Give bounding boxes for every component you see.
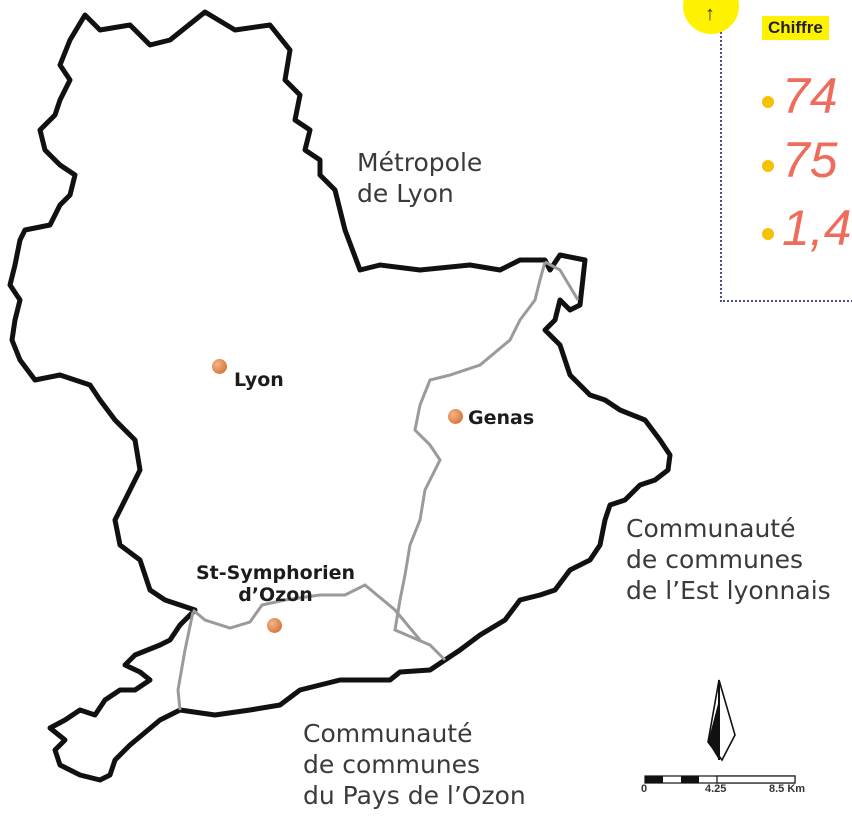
pin-icon: ↑: [705, 3, 715, 25]
north-arrow-icon: [707, 679, 736, 762]
boundary-pays-ozon: [192, 583, 422, 641]
boundary-est-lyonnais: [393, 261, 547, 662]
territory-outline: [7, 9, 673, 783]
scale-label-end: 8.5 Km: [769, 783, 806, 795]
boundary-ozon-south: [176, 611, 195, 711]
info-box-heading: Chiffre: [762, 16, 829, 40]
city-marker-genas: [448, 409, 463, 424]
region-label-line: de l’Est lyonnais: [626, 576, 831, 605]
city-marker-lyon: [212, 359, 227, 374]
region-label-line: Métropole: [357, 148, 483, 177]
region-label-line: de communes: [626, 545, 804, 574]
region-label-line: du Pays de l’Ozon: [303, 781, 526, 810]
city-label-genas: Genas: [468, 407, 535, 429]
city-label-line: d’Ozon: [238, 584, 313, 606]
region-label-est-lyonnais: Communauté de communes de l’Est lyonnais: [626, 513, 831, 606]
city-label-line: St-Symphorien: [196, 562, 355, 584]
city-marker-st-symphorien: [267, 618, 282, 633]
region-label-pays-ozon: Communauté de communes du Pays de l’Ozon: [303, 718, 526, 811]
region-label-line: de communes: [303, 750, 481, 779]
region-label-line: Communauté: [303, 719, 473, 748]
stat-value: 1,4: [782, 200, 852, 256]
scale-label-mid: 4.25: [705, 783, 727, 795]
scale-label-start: 0: [641, 783, 648, 795]
region-label-metropole: Métropole de Lyon: [357, 147, 482, 209]
stat-value: 75: [782, 132, 838, 188]
boundary-metropole-east: [544, 260, 580, 301]
bullet-icon: [762, 228, 774, 240]
bullet-icon: [762, 160, 774, 172]
city-label-lyon: Lyon: [234, 369, 284, 391]
region-label-line: Communauté: [626, 514, 796, 543]
stat-value: 74: [782, 68, 838, 124]
scale-bar: [644, 775, 796, 784]
city-label-st-symphorien: St-Symphorien d’Ozon: [178, 562, 373, 606]
region-label-line: de Lyon: [357, 179, 454, 208]
bullet-icon: [762, 96, 774, 108]
info-box-frame: [720, 0, 852, 302]
